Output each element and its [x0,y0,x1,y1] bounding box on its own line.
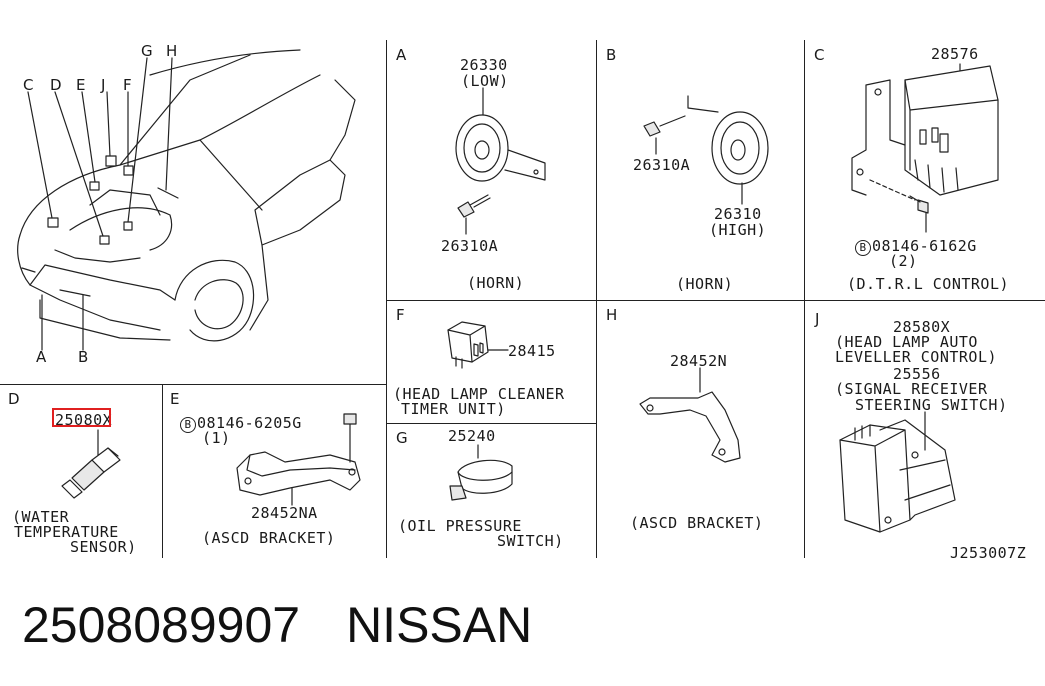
part-25080-suffix: X [102,411,113,429]
callout-c: C [23,76,34,94]
panel-c-caption: (D.T.R.L CONTROL) [847,275,1010,293]
part-28415: 28415 [508,342,556,360]
parts-diagram: C D E J F G H A B A 26330 (LOW) 26310A (… [0,40,1045,562]
callout-f: F [123,76,132,94]
part-25556-desc-1: (SIGNAL RECEIVER [835,380,988,398]
panel-b-letter: B [606,46,617,64]
bolt-b-marker-e: B [180,417,196,433]
part-26330-spec: (LOW) [461,72,509,90]
bolt-08146-6162g-number: 08146-6162G [872,237,977,255]
panel-b-caption: (HORN) [676,275,734,293]
car-overview-drawing [17,49,356,351]
oil-pressure-switch-drawing [449,444,513,501]
highlight-box [52,408,111,427]
divider-de [162,384,163,558]
callout-e: E [76,76,86,94]
panel-j-letter: J [815,310,820,328]
ascd-bracket-h-drawing [639,367,741,463]
part-28580x-desc-2: LEVELLER CONTROL) [835,348,998,366]
head-lamp-leveller-drawing [839,411,956,533]
panel-g-caption-2: SWITCH) [497,532,564,550]
panel-f-caption-1: (HEAD LAMP CLEANER [393,385,565,403]
panel-a-letter: A [396,46,407,64]
panel-d-caption-2: TEMPERATURE [14,523,119,541]
horn-high-drawing [643,95,769,205]
part-26310-spec: (HIGH) [709,221,767,239]
part-25556-desc-2: STEERING SWITCH) [855,396,1008,414]
panel-g-letter: G [396,429,408,447]
ascd-bracket-e-drawing [236,413,361,506]
line-art [17,49,999,533]
part-28452n: 28452N [670,352,728,370]
part-26310: 26310 [714,205,762,223]
divider-overview-right [386,40,387,558]
panel-d-caption-3: SENSOR) [70,538,137,556]
horn-low-drawing [455,87,546,235]
bolt-b-marker-c: B [855,240,871,256]
callout-a: A [36,348,47,366]
callout-b: B [78,348,89,366]
panel-g-caption-1: (OIL PRESSURE [398,517,522,535]
bolt-qty-c: (2) [889,252,918,270]
part-26330: 26330 [460,56,508,74]
panel-d-caption-1: (WATER [12,508,70,526]
part-25080x: 25080X [55,412,112,428]
panel-f-caption-2: TIMER UNIT) [401,400,506,418]
divider-bc [804,40,805,558]
panel-d-letter: D [8,390,20,408]
divider-row1 [386,300,1045,301]
callout-d: D [50,76,62,94]
panel-e-letter: E [170,390,180,408]
divider-overview-bottom [0,384,386,385]
head-lamp-cleaner-timer-drawing [447,321,509,369]
divider-ab [596,40,597,558]
panel-c-letter: C [814,46,825,64]
panel-a-caption: (HORN) [467,274,525,292]
part-25556: 25556 [893,365,941,383]
panel-h-letter: H [606,306,618,324]
part-25240: 25240 [448,427,496,445]
part-26310a-b: 26310A [633,156,691,174]
footer-part-number: 2508089907 [22,597,301,653]
footer-brand: NISSAN [346,597,533,653]
part-28580x: 28580X [893,318,951,336]
callout-h: H [166,42,178,60]
part-25080-highlighted: 25080 [55,411,103,429]
part-28452na: 28452NA [251,504,318,522]
panel-e-caption: (ASCD BRACKET) [202,529,336,547]
panel-f-letter: F [396,306,405,324]
part-26310a-a: 26310A [441,237,499,255]
divider-fg [386,423,596,424]
panel-h-caption: (ASCD BRACKET) [630,514,764,532]
footer-caption: 2508089907 NISSAN [22,596,532,654]
bolt-qty-e: (1) [202,429,231,447]
callout-j: J [101,76,106,94]
part-28580x-desc-1: (HEAD LAMP AUTO [835,333,978,351]
callout-g: G [141,42,153,60]
water-temp-sensor-drawing [61,429,121,499]
reference-code: J253007Z [950,544,1027,562]
part-28576: 28576 [931,45,979,63]
dtrl-control-drawing [851,63,999,233]
bolt-08146-6205g-number: 08146-6205G [197,414,302,432]
